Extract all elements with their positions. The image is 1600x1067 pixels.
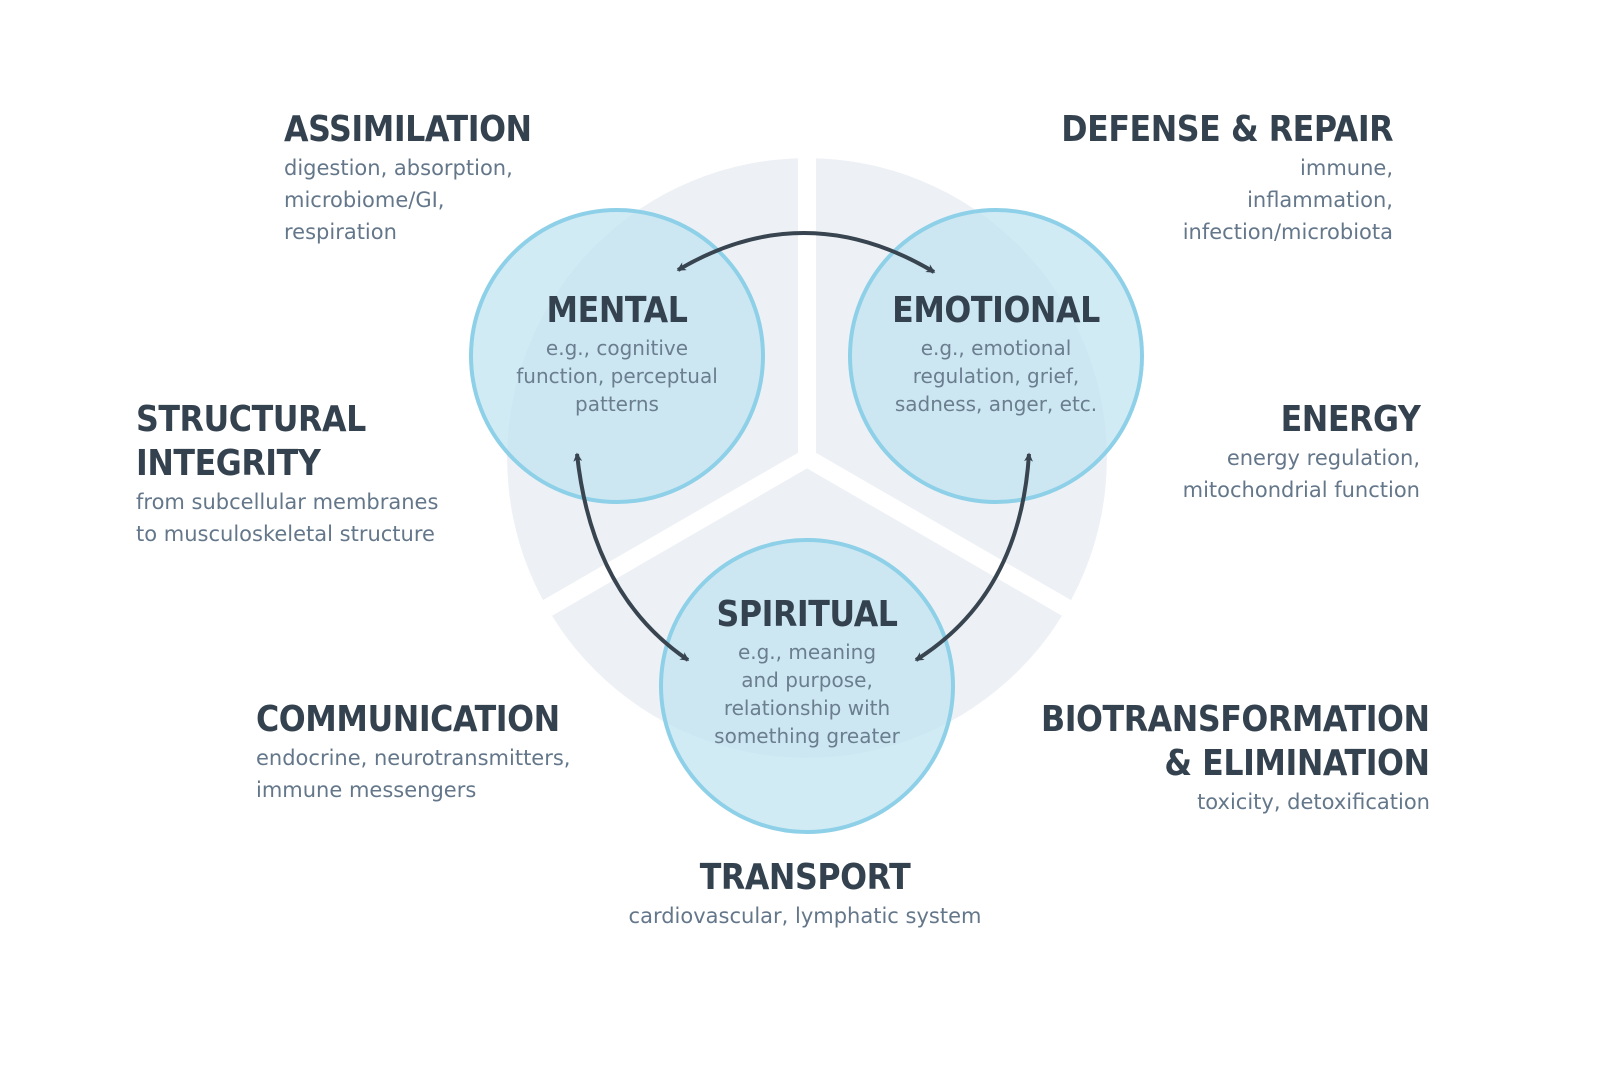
transport-title: TRANSPORT [699,857,911,898]
communication-title: COMMUNICATION [256,699,560,740]
biotransformation-elimination-title: BIOTRANSFORMATION [1041,699,1430,740]
arrow-emotional-spiritual [914,452,1034,662]
assimilation-node: ASSIMILATION digestion, absorption, micr… [284,108,565,248]
emotional-desc-line: e.g., emotional [920,336,1072,360]
transport-node: TRANSPORT cardiovascular, lymphatic syst… [600,856,1010,932]
energy-desc-line: energy regulation, [1226,446,1420,470]
arrow-mental-emotional [676,231,936,274]
assimilation-desc-line: digestion, absorption, [284,156,513,180]
assimilation-title: ASSIMILATION [284,109,532,150]
spiritual-desc-line: something greater [714,724,900,748]
emotional-desc-line: regulation, grief, [912,364,1080,388]
mental-label: MENTAL e.g., cognitive function, percept… [477,288,757,418]
structural-integrity-title: STRUCTURAL [136,399,366,440]
defense-repair-desc-line: infection/microbiota [1182,220,1393,244]
energy-desc-line: mitochondrial function [1182,478,1420,502]
mental-desc-line: e.g., cognitive [545,336,689,360]
structural-integrity-node: STRUCTURAL INTEGRITY from subcellular me… [136,398,438,550]
structural-integrity-desc-line: to musculoskeletal structure [136,522,435,546]
mental-desc-line: patterns [575,392,659,416]
communication-desc-line: endocrine, neurotransmitters, [256,746,571,770]
energy-title: ENERGY [1280,399,1420,440]
biotransformation-elimination-desc-line: toxicity, detoxification [1197,790,1430,814]
transport-desc-line: cardiovascular, lymphatic system [628,904,982,928]
energy-node: ENERGY energy regulation, mitochondrial … [1182,398,1421,506]
spiritual-title: SPIRITUAL [716,594,898,635]
spiritual-label: SPIRITUAL e.g., meaning and purpose, rel… [662,592,952,750]
emotional-title: EMOTIONAL [892,290,1100,331]
biotransformation-elimination-node: BIOTRANSFORMATION & ELIMINATION toxicity… [988,698,1430,818]
biotransformation-elimination-title: & ELIMINATION [1164,743,1431,784]
spiritual-desc-line: and purpose, [741,668,873,692]
spiritual-desc-line: e.g., meaning [737,640,877,664]
communication-desc-line: immune messengers [256,778,477,802]
spiritual-circle [659,538,955,834]
assimilation-desc-line: respiration [284,220,397,244]
mental-title: MENTAL [546,290,688,331]
defense-repair-title: DEFENSE & REPAIR [1061,109,1393,150]
spiritual-desc-line: relationship with [723,696,891,720]
structural-integrity-desc-line: from subcellular membranes [136,490,439,514]
emotional-label: EMOTIONAL e.g., emotional regulation, gr… [846,288,1146,418]
assimilation-desc-line: microbiome/GI, [284,188,445,212]
defense-repair-desc-line: inflammation, [1247,188,1393,212]
mental-desc-line: function, perceptual [516,364,718,388]
defense-repair-node: DEFENSE & REPAIR immune, inflammation, i… [1016,108,1393,248]
defense-repair-desc-line: immune, [1300,156,1393,180]
communication-node: COMMUNICATION endocrine, neurotransmitte… [256,698,601,806]
arrow-mental-spiritual [573,452,690,662]
emotional-desc-line: sadness, anger, etc. [894,392,1098,416]
structural-integrity-title: INTEGRITY [136,443,321,484]
